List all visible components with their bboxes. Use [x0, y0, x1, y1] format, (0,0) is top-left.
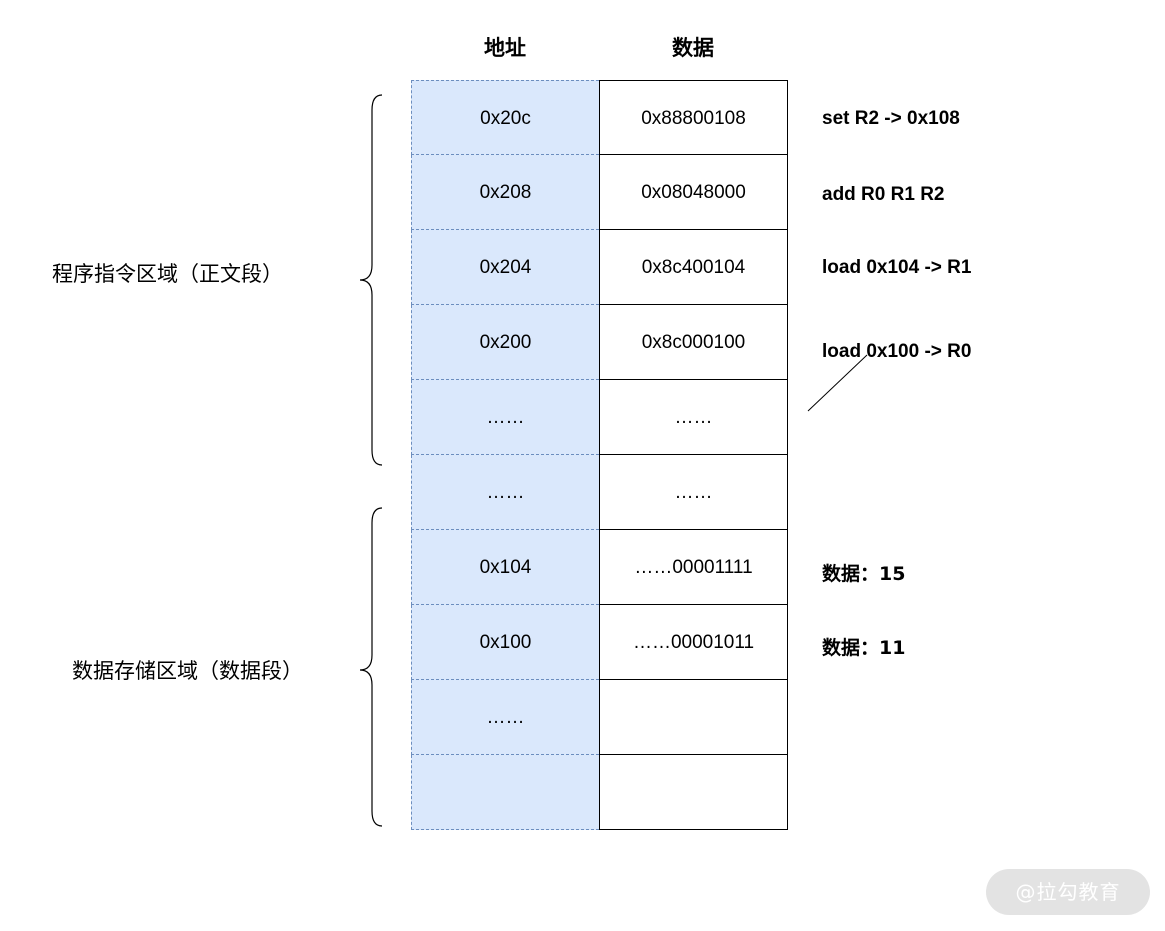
address-cell: 0x104	[411, 530, 599, 605]
memory-row: ……	[411, 680, 788, 755]
memory-row: 0x104 ……00001111	[411, 530, 788, 605]
data-segment-brace	[359, 507, 383, 827]
memory-row: 0x200 0x8c000100	[411, 305, 788, 380]
data-cell: ……00001111	[599, 530, 788, 605]
memory-row: …… ……	[411, 455, 788, 530]
stray-connector-line	[807, 354, 868, 412]
address-cell: 0x204	[411, 230, 599, 305]
data-cell: 0x88800108	[599, 80, 788, 155]
address-cell: 0x20c	[411, 80, 599, 155]
watermark-badge: @拉勾教育	[986, 869, 1150, 915]
data-cell	[599, 680, 788, 755]
data-column-header: 数据	[672, 36, 714, 60]
data-cell: 0x8c400104	[599, 230, 788, 305]
instruction-annotation: load 0x104 -> R1	[822, 257, 972, 278]
memory-row	[411, 755, 788, 830]
data-annotation: 数据：15	[822, 563, 906, 585]
address-column-header: 地址	[484, 36, 526, 60]
address-cell	[411, 755, 599, 830]
address-cell: ……	[411, 455, 599, 530]
memory-row: 0x20c 0x88800108	[411, 80, 788, 155]
text-segment-brace	[359, 94, 383, 466]
memory-row: 0x204 0x8c400104	[411, 230, 788, 305]
text-segment-label: 程序指令区域（正文段）	[52, 262, 283, 286]
memory-row: 0x208 0x08048000	[411, 155, 788, 230]
memory-row: 0x100 ……00001011	[411, 605, 788, 680]
memory-row: …… ……	[411, 380, 788, 455]
data-segment-label: 数据存储区域（数据段）	[72, 659, 303, 683]
data-cell: 0x08048000	[599, 155, 788, 230]
instruction-annotation: load 0x100 -> R0	[822, 341, 972, 362]
data-cell: ……	[599, 380, 788, 455]
address-cell: ……	[411, 680, 599, 755]
instruction-annotation: set R2 -> 0x108	[822, 108, 960, 129]
address-cell: ……	[411, 380, 599, 455]
address-cell: 0x208	[411, 155, 599, 230]
address-cell: 0x100	[411, 605, 599, 680]
data-annotation: 数据：11	[822, 637, 906, 659]
address-cell: 0x200	[411, 305, 599, 380]
data-cell: ……00001011	[599, 605, 788, 680]
data-cell: ……	[599, 455, 788, 530]
instruction-annotation: add R0 R1 R2	[822, 184, 945, 205]
data-cell	[599, 755, 788, 830]
data-cell: 0x8c000100	[599, 305, 788, 380]
